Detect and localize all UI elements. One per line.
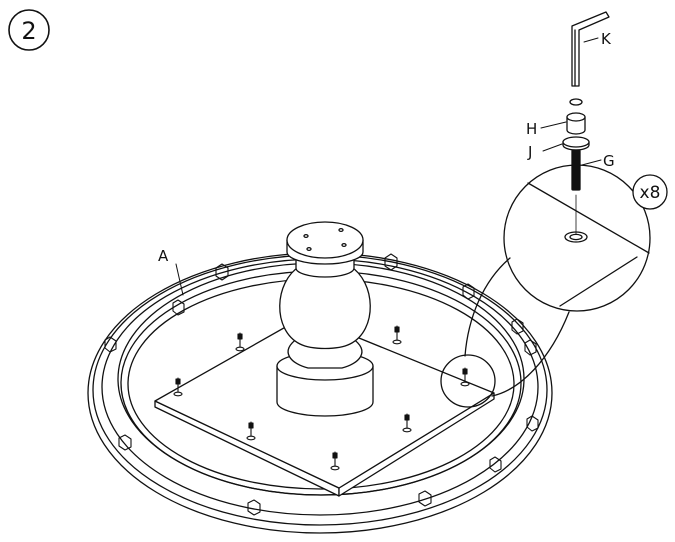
step-badge: 2 [8, 9, 50, 51]
bolt-7 [330, 451, 340, 471]
bolt-2 [392, 325, 402, 345]
plate-bolts [173, 325, 470, 471]
bolt-3 [173, 377, 183, 397]
bolt-6 [402, 413, 412, 433]
label-tabletop: A [158, 247, 169, 265]
bolt-1 [235, 332, 245, 352]
label-allen-key: K [601, 30, 612, 48]
lock-washer [566, 98, 586, 135]
step-number: 2 [21, 17, 36, 45]
bolt-4 [460, 367, 470, 387]
pedestal [276, 221, 374, 417]
quantity-badge: x8 [632, 174, 668, 210]
detail-callout [440, 164, 651, 408]
leader-lines [175, 37, 602, 296]
bolt-5 [246, 421, 256, 441]
label-lock-washer: H [526, 120, 537, 138]
label-flat-washer: J [527, 143, 532, 161]
quantity-text: x8 [640, 183, 661, 203]
hex-bolt [571, 149, 581, 191]
label-bolt: G [603, 152, 615, 170]
allen-key [571, 11, 610, 87]
flat-washer [562, 136, 590, 151]
